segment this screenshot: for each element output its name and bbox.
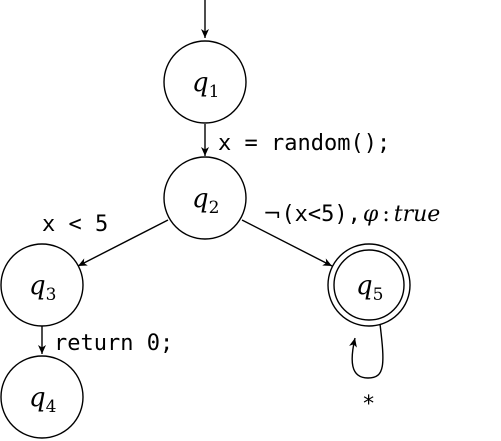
label-q2-q5-code: (x<5), <box>281 202 360 227</box>
svg-text:q1: q1 <box>192 68 219 102</box>
label-q5-loop: * <box>362 392 375 417</box>
state-q4: q4 <box>0 355 84 439</box>
svg-text:q5: q5 <box>356 271 383 305</box>
svg-text:q2: q2 <box>192 184 219 218</box>
state-q1: q1 <box>163 40 247 124</box>
state-q2: q2 <box>163 156 247 240</box>
svg-text:q3: q3 <box>29 271 56 305</box>
state-q5-accepting: q5 <box>327 243 411 327</box>
label-q2-q5-colon: : <box>382 202 389 227</box>
label-q2-q5-neg: ¬ <box>263 202 281 227</box>
label-q2-q3: x < 5 <box>42 212 108 237</box>
edge-q2-q3 <box>77 219 169 267</box>
self-loop-q5 <box>349 323 384 379</box>
edge-q2-q5 <box>241 219 333 267</box>
label-q2-q5-true: true <box>394 202 441 227</box>
state-q3-base: q <box>29 271 46 301</box>
label-q2-q5-phi: φ <box>363 202 379 227</box>
state-q5-base: q <box>356 271 373 301</box>
state-q2-sub: 2 <box>209 198 220 218</box>
state-q3-sub: 3 <box>46 285 57 305</box>
label-q3-q4: return 0; <box>54 331 173 356</box>
state-q1-sub: 1 <box>209 82 220 102</box>
state-q2-base: q <box>192 184 209 214</box>
state-q5-sub: 5 <box>373 285 384 305</box>
state-q1-base: q <box>192 68 209 98</box>
state-q4-base: q <box>29 383 46 413</box>
state-q3: q3 <box>0 243 84 327</box>
label-q1-q2: x = random(); <box>218 131 390 156</box>
state-q4-sub: 4 <box>46 397 57 417</box>
label-q2-q5: ¬(x<5),φ:true <box>263 202 440 227</box>
svg-text:q4: q4 <box>29 383 56 417</box>
